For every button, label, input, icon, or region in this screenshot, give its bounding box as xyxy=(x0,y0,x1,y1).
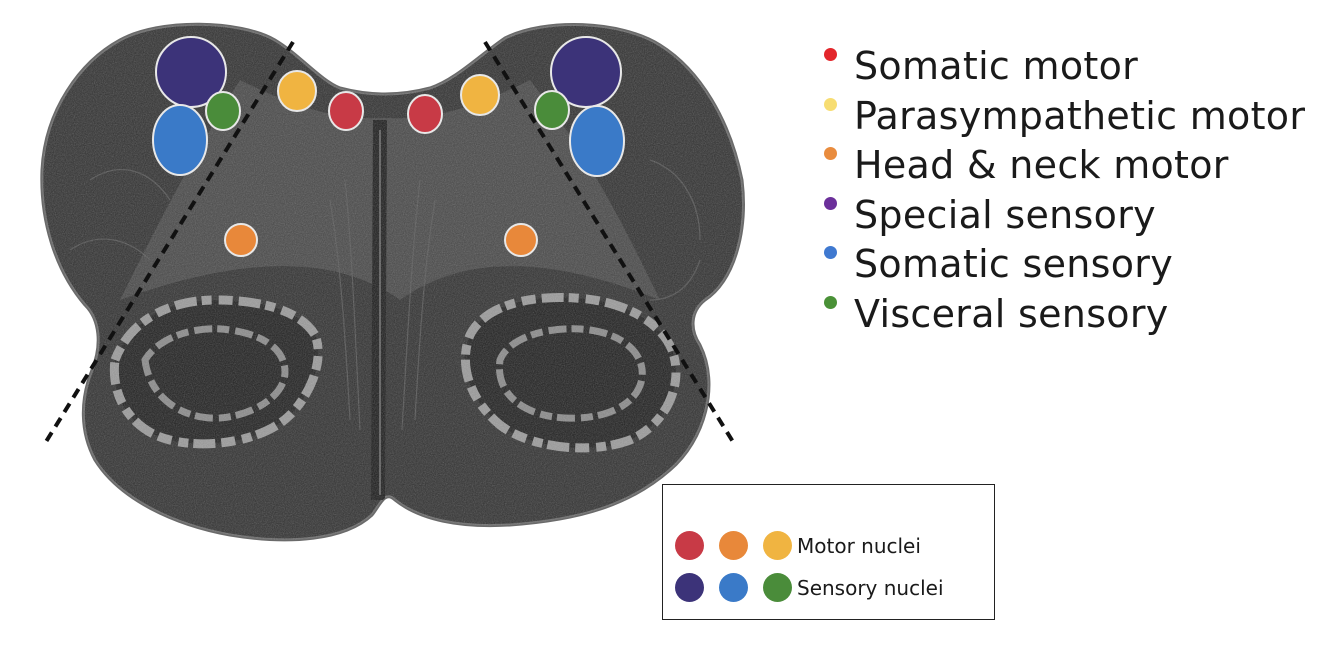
right-dashed-boundary xyxy=(483,40,737,447)
legend-item-somatic-motor: Somatic motor xyxy=(820,44,1305,94)
key-label-motor: Motor nuclei xyxy=(797,534,921,558)
legend-dot xyxy=(824,48,837,61)
legend-label: Somatic sensory xyxy=(854,242,1174,286)
legend-label: Visceral sensory xyxy=(854,291,1169,336)
left-somatic-motor-nucleus xyxy=(328,91,364,131)
key-label-sensory: Sensory nuclei xyxy=(797,576,944,600)
legend-item-head-neck-motor: Head & neck motor xyxy=(820,143,1305,193)
key-swatch xyxy=(675,531,704,560)
legend-dot xyxy=(824,246,837,259)
right-somatic-sensory-nucleus xyxy=(569,105,625,177)
nucleus-type-legend: Somatic motor Parasympathetic motor Head… xyxy=(820,44,1305,341)
motor-sensory-key: Motor nuclei Sensory nuclei xyxy=(662,484,995,620)
key-swatch xyxy=(675,573,704,602)
key-swatch xyxy=(719,573,748,602)
legend-dot xyxy=(824,196,837,210)
key-swatch xyxy=(719,531,748,560)
legend-item-special-sensory: Special sensory xyxy=(820,193,1305,243)
legend-dot xyxy=(824,147,837,160)
left-dashed-boundary xyxy=(42,40,295,447)
legend-item-visceral-sensory: Visceral sensory xyxy=(820,292,1305,342)
right-visceral-sensory-nucleus xyxy=(534,90,570,130)
tissue-section xyxy=(40,22,745,542)
left-parasympathetic-motor-nucleus xyxy=(277,70,317,112)
legend-label: Head & neck motor xyxy=(854,143,1229,187)
right-parasympathetic-motor-nucleus xyxy=(460,74,500,116)
legend-label: Special sensory xyxy=(854,192,1156,237)
left-head-neck-motor-nucleus xyxy=(224,223,258,257)
key-swatch xyxy=(763,531,792,560)
key-swatch xyxy=(763,573,792,602)
nuclei-markers xyxy=(152,36,625,257)
legend-item-somatic-sensory: Somatic sensory xyxy=(820,242,1305,292)
left-visceral-sensory-nucleus xyxy=(205,91,241,131)
right-head-neck-motor-nucleus xyxy=(504,223,538,257)
legend-label: Somatic motor xyxy=(854,44,1139,88)
legend-label: Parasympathetic motor xyxy=(854,93,1306,138)
right-somatic-motor-nucleus xyxy=(407,94,443,134)
legend-dot xyxy=(824,97,837,111)
legend-item-parasympathetic-motor: Parasympathetic motor xyxy=(820,94,1305,144)
legend-dot xyxy=(824,295,837,309)
right-special-sensory-nucleus xyxy=(550,36,622,108)
left-somatic-sensory-nucleus xyxy=(152,104,208,176)
